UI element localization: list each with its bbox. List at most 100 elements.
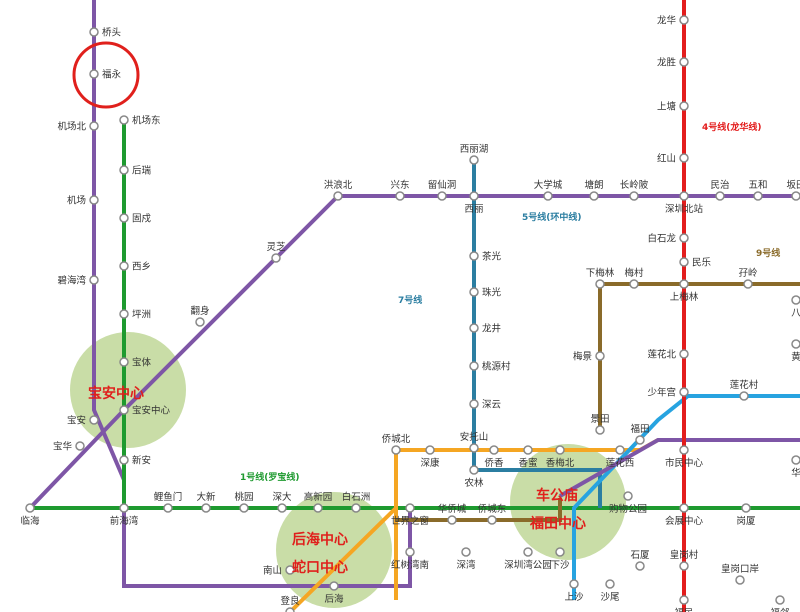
station-dot-longsheng [679, 57, 689, 67]
station-dot-shenwan [461, 547, 471, 557]
station-label-wuhe: 五和 [748, 180, 767, 191]
station-label-baishizhou: 白石洲 [342, 491, 371, 503]
station-dot-zhuguang [469, 287, 479, 297]
hub-halo-houhai [276, 492, 392, 608]
line-7-label: 7号线 [398, 294, 422, 306]
line-7-track [472, 160, 602, 508]
station-label-shijiezhichuang: 世界之窗 [391, 515, 429, 527]
station-dot-hourui [119, 165, 129, 175]
station-label-nonglin: 农林 [464, 477, 484, 489]
station-label-xiangmeibei: 香梅北 [546, 457, 575, 469]
station-dot-taoyuan [239, 503, 249, 513]
station-label-xiameilin: 下梅林 [586, 267, 615, 279]
station-label-shenda: 深大 [272, 491, 292, 503]
station-label-longjing: 龙井 [482, 323, 501, 335]
station-label-huaqiaocheng: 华侨城 [438, 503, 467, 515]
fuyong-highlight-ring [72, 41, 140, 109]
station-dot-qiaoxiang [489, 445, 499, 455]
line-4-label: 4号线(龙华线) [702, 121, 762, 133]
station-dot-xiangmi [523, 445, 533, 455]
station-label-shiminzhongxin: 市民中心 [665, 457, 704, 469]
station-dot-futian [635, 435, 645, 445]
hub-label-baoan: 宝安中心 [88, 385, 144, 402]
station-label-qianhaiwan: 前海湾 [110, 515, 139, 527]
station-dot-shenzhenbeizhan [679, 191, 689, 201]
station-label-shenzhenwangongyuan: 深圳湾公园 [504, 559, 552, 571]
station-label-xiangmi: 香蜜 [518, 457, 537, 469]
station-dot-linhai [25, 503, 35, 513]
station-dot-meicun [629, 279, 639, 289]
station-dot-bantian [791, 191, 800, 201]
station-label-lianhuaxi: 莲花西 [606, 457, 635, 469]
station-dot-shenda [277, 503, 287, 513]
station-dot-xiameilin [595, 279, 605, 289]
station-dot-xin_an [119, 455, 129, 465]
station-label-taoyuan: 桃园 [234, 491, 253, 503]
station-label-ba: 八 [791, 308, 800, 319]
station-label-pingzhou: 坪洲 [132, 309, 151, 321]
station-dot-fuyong [89, 69, 99, 79]
station-label-daxuecheng: 大学城 [534, 179, 563, 191]
station-label-nanshan: 南山 [263, 565, 282, 577]
station-label-houhai: 后海 [324, 593, 344, 605]
station-dot-hua [791, 455, 800, 465]
station-dot-baoan [89, 415, 99, 425]
station-label-qiaotou: 桥头 [102, 27, 121, 39]
station-label-shenyun: 深云 [482, 400, 501, 411]
line-9-label: 9号线 [756, 247, 780, 259]
station-label-daxin: 大新 [196, 491, 216, 503]
station-dot-jingtian [595, 425, 605, 435]
station-dot-huang [791, 339, 800, 349]
station-dot-xixiang [119, 261, 129, 271]
station-label-liyumen: 鲤鱼门 [154, 491, 183, 503]
station-dot-hongshan [679, 153, 689, 163]
station-dot-wuhe [753, 191, 763, 201]
station-label-linhai: 临海 [20, 515, 40, 527]
station-label-gouwugongyuan: 购物公园 [609, 503, 647, 515]
station-label-zhuguang: 珠光 [482, 287, 502, 299]
station-dot-xilihu [469, 155, 479, 165]
station-label-honglangbei: 洪浪北 [324, 179, 353, 191]
station-dot-shangsha [569, 579, 579, 589]
station-label-qiaochengbei: 侨城北 [382, 433, 411, 445]
station-label-minzhi: 民治 [710, 179, 729, 191]
station-dot-longjing [469, 323, 479, 333]
station-dot-lianhuacun [739, 391, 749, 401]
station-dot-nanshan [285, 565, 295, 575]
station-label-bihaiwan: 碧海湾 [57, 275, 86, 287]
station-dot-shiminzhongxin [679, 445, 689, 455]
station-label-shenzhenbeizhan: 深圳北站 [665, 203, 704, 215]
station-label-jichangdong: 机场东 [132, 115, 161, 127]
station-dot-shenyun [469, 399, 479, 409]
station-label-qiaoxiang: 侨香 [484, 457, 504, 469]
station-dot-changlingpi [629, 191, 639, 201]
station-label-huizhanzhongxin: 会展中心 [665, 515, 704, 527]
station-label-chaguang: 茶光 [482, 251, 502, 263]
station-dot-daxuecheng [543, 191, 553, 201]
station-label-xilihu: 西丽湖 [460, 144, 489, 155]
hub-label-chegongmiao: 车公庙 [536, 487, 578, 504]
station-dot-xiangmeibei [555, 445, 565, 455]
station-label-shixia: 石厦 [630, 550, 650, 561]
station-dot-baishizhou [351, 503, 361, 513]
station-dot-lianhuabei [679, 349, 689, 359]
station-label-longhua: 龙华 [657, 15, 677, 27]
station-label-shangtang: 上塘 [657, 101, 677, 113]
station-dot-nonglin [469, 465, 479, 475]
station-label-huang: 黄 [791, 351, 800, 363]
station-dot-chaguang [469, 251, 479, 261]
station-label-anshanshan: 安托山 [460, 431, 489, 443]
station-dot-lingzhi [271, 253, 281, 263]
line-1-label: 1号线(罗宝线) [240, 471, 300, 483]
station-dot-huizhanzhongxin [679, 503, 689, 513]
station-label-hua: 华 [791, 467, 800, 479]
station-dot-huanggangkouan [735, 575, 745, 585]
station-dot-jichangdong [119, 115, 129, 125]
station-dot-shixia [635, 561, 645, 571]
line-orange-extend [288, 506, 398, 612]
station-label-jingtian: 景田 [590, 414, 609, 425]
stations-layer: 桥头福永机场北机场碧海湾宝安宝华临海前海湾机场东后瑞固戍西乡坪洲宝体宝安中心新安… [20, 15, 800, 612]
station-label-fumin: 福民 [674, 607, 693, 612]
station-dot-futian_kouan [775, 595, 785, 605]
